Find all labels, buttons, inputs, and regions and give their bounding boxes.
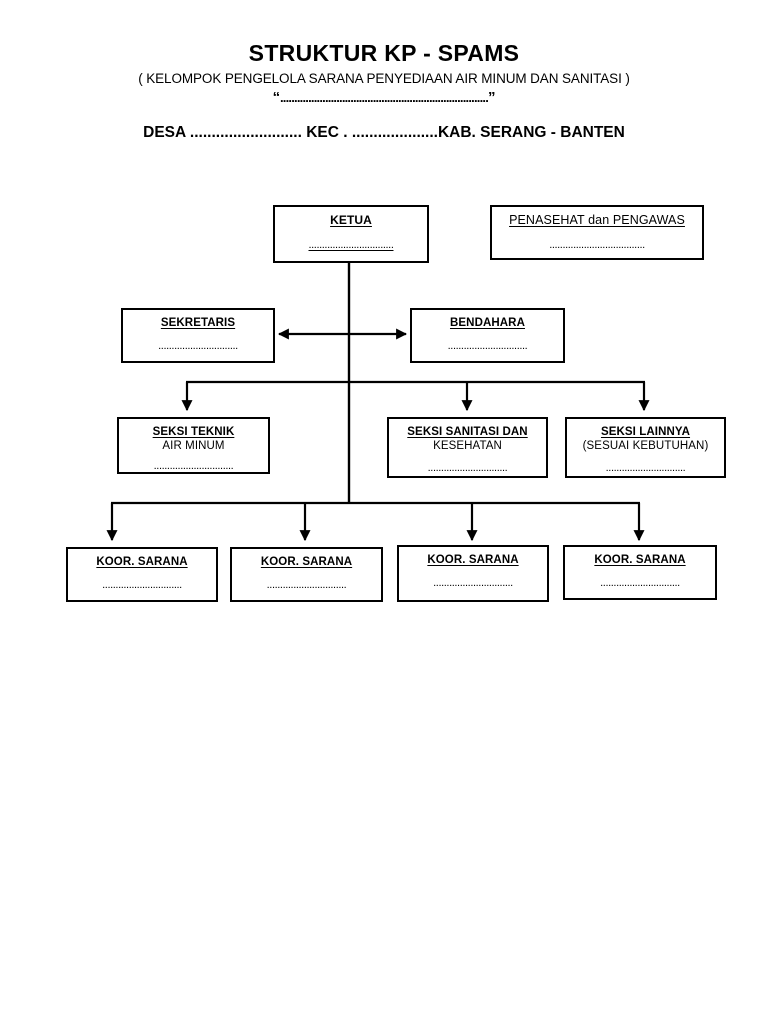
node-bendahara-title: BENDAHARA	[449, 317, 525, 329]
node-koor-sarana-4-title: KOOR. SARANA	[594, 554, 686, 566]
node-seksi-teknik-title: SEKSI TEKNIK	[152, 426, 235, 438]
node-seksi-lainnya-title-line2: (SESUAI KEBUTUHAN)	[582, 440, 709, 453]
node-koor-sarana-1-fill[interactable]: ..............................	[102, 579, 182, 592]
node-koor-sarana-4[interactable]: KOOR. SARANA ...........................…	[563, 545, 717, 600]
node-penasehat-pengawas[interactable]: PENASEHAT dan PENGAWAS .................…	[490, 205, 704, 260]
document-header: STRUKTUR KP - SPAMS ( KELOMPOK PENGELOLA…	[0, 40, 768, 142]
node-sekretaris[interactable]: SEKRETARIS .............................…	[121, 308, 275, 363]
node-sekretaris-fill[interactable]: ..............................	[158, 340, 238, 353]
quote-dotted-fill: ........................................…	[279, 90, 489, 106]
node-ketua[interactable]: KETUA ................................	[273, 205, 429, 263]
node-seksi-teknik-fill[interactable]: ..............................	[153, 459, 234, 472]
node-penasehat-fill[interactable]: ....................................	[549, 238, 645, 251]
quote-close: ”	[488, 89, 496, 107]
node-seksi-sanitasi-title-line2: KESEHATAN	[433, 440, 502, 453]
page-subtitle: ( KELOMPOK PENGELOLA SARANA PENYEDIAAN A…	[138, 71, 630, 87]
node-seksi-sanitasi-title: SEKSI SANITASI DAN	[407, 426, 528, 438]
node-koor-sarana-3-fill[interactable]: ..............................	[433, 577, 513, 590]
node-penasehat-title: PENASEHAT dan PENGAWAS	[509, 213, 685, 227]
node-koor-sarana-3-title: KOOR. SARANA	[427, 554, 519, 566]
quote-open: “	[272, 89, 281, 107]
node-koor-sarana-4-fill[interactable]: ..............................	[600, 577, 680, 590]
node-koor-sarana-2-title: KOOR. SARANA	[260, 556, 353, 568]
node-koor-sarana-2-fill[interactable]: ..............................	[266, 579, 347, 592]
node-koor-sarana-1-title: KOOR. SARANA	[96, 556, 188, 568]
node-bendahara-fill[interactable]: ..............................	[447, 340, 528, 353]
page-title: STRUKTUR KP - SPAMS	[248, 40, 520, 66]
node-seksi-lainnya[interactable]: SEKSI LAINNYA (SESUAI KEBUTUHAN) .......…	[565, 417, 726, 478]
node-ketua-fill[interactable]: ................................	[308, 239, 394, 251]
node-sekretaris-title: SEKRETARIS	[160, 317, 236, 329]
node-seksi-sanitasi[interactable]: SEKSI SANITASI DAN KESEHATAN ...........…	[387, 417, 548, 478]
node-seksi-sanitasi-fill[interactable]: ..............................	[427, 461, 508, 474]
node-koor-sarana-2[interactable]: KOOR. SARANA ...........................…	[230, 547, 383, 602]
node-seksi-teknik-title-line2: AIR MINUM	[162, 440, 225, 453]
node-ketua-title: KETUA	[330, 213, 372, 227]
node-koor-sarana-1[interactable]: KOOR. SARANA ...........................…	[66, 547, 218, 602]
node-bendahara[interactable]: BENDAHARA ..............................	[410, 308, 565, 363]
node-seksi-teknik[interactable]: SEKSI TEKNIK AIR MINUM .................…	[117, 417, 270, 474]
node-seksi-lainnya-title: SEKSI LAINNYA	[600, 426, 691, 438]
node-seksi-lainnya-fill[interactable]: ..............................	[605, 461, 686, 474]
node-koor-sarana-3[interactable]: KOOR. SARANA ...........................…	[397, 545, 549, 602]
location-line: DESA .......................... KEC . ..…	[143, 123, 625, 141]
organization-name-blank: “.......................................…	[0, 90, 768, 107]
